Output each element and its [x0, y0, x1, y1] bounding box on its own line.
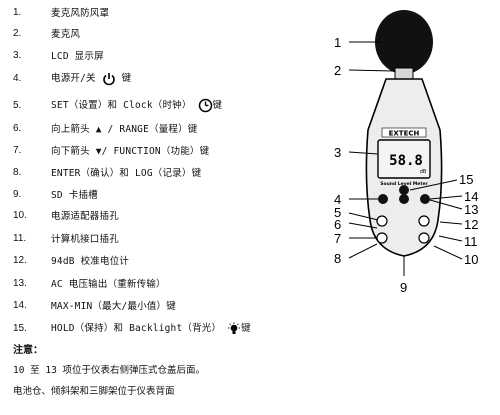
callout-label: 14: [464, 189, 478, 204]
brand-label-bg: [381, 127, 427, 138]
item-text: AC 电压输出（重新传输）: [51, 279, 166, 290]
item-text: 向下箭头 ▼/ FUNCTION（功能）键: [51, 146, 210, 157]
callout-label: 11: [464, 234, 478, 249]
set-clock-button[interactable]: [418, 215, 430, 227]
enter-log-button[interactable]: [418, 232, 430, 244]
item-number: 4.: [13, 72, 22, 84]
item-text: 麦克风防风罩: [51, 8, 110, 19]
callout-label: 13: [464, 202, 478, 217]
callout-label: 1: [334, 35, 341, 50]
power-icon: [102, 72, 115, 86]
item-number: 11.: [13, 232, 27, 244]
item-number: 12.: [13, 254, 27, 266]
sound-level-meter-diagram: EXTECH 58.8 dB Sound Level Meter 1 2 3 4…: [334, 10, 478, 295]
lcd-unit: dB: [420, 169, 427, 175]
item-text: SD 卡插槽: [51, 190, 98, 201]
item-text: 94dB 校准电位计: [51, 256, 130, 267]
item-number: 15.: [13, 322, 27, 334]
item-number: 8.: [13, 166, 22, 178]
callout-label: 3: [334, 145, 341, 160]
lcd-display: [377, 139, 431, 179]
item-text: MAX-MIN（最大/最小值）键: [51, 301, 176, 312]
note-line: 电池仓、倾斜架和三脚架位于仪表背面: [13, 386, 175, 397]
item-number: 14.: [13, 299, 27, 311]
callout-label: 5: [334, 205, 341, 220]
power-button[interactable]: [378, 194, 388, 204]
backlight-icon: [228, 322, 241, 334]
item-number: 10.: [13, 209, 27, 221]
item-number: 2.: [13, 27, 22, 39]
callout-label: 15: [459, 172, 473, 187]
item-number: 5.: [13, 99, 22, 111]
microphone: [394, 67, 414, 80]
note-title: 注意：: [13, 345, 43, 356]
up-range-button[interactable]: [376, 215, 388, 227]
callout-label: 10: [464, 252, 478, 267]
lcd-value: 58.8: [389, 153, 423, 169]
note-line: 10 至 13 项位于仪表右侧弹压式仓盖后面。: [13, 365, 206, 376]
item-text: SET（设置）和 Clock（时钟） 键: [51, 98, 223, 113]
item-text: 电源开/关 键: [51, 72, 132, 86]
callout-label: 9: [400, 280, 407, 295]
windscreen: [375, 10, 433, 74]
callout-label: 4: [334, 192, 341, 207]
maxmin-button[interactable]: [399, 194, 409, 204]
item-number: 3.: [13, 49, 22, 61]
item-text: 向上箭头 ▲ / RANGE（量程）键: [51, 124, 198, 135]
item-text: HOLD（保持）和 Backlight（背光） 键: [51, 322, 251, 335]
hold-button[interactable]: [399, 185, 409, 195]
callout-label: 7: [334, 231, 341, 246]
clock-icon: [198, 98, 212, 113]
callout-label: 12: [464, 217, 478, 232]
callout-label: 6: [334, 217, 341, 232]
model-label: Sound Level Meter: [380, 181, 428, 187]
item-number: 1.: [13, 6, 22, 18]
item-text: 计算机接口插孔: [51, 234, 119, 245]
item-number: 13.: [13, 277, 27, 289]
callout-label: 2: [334, 63, 341, 78]
item-number: 6.: [13, 122, 22, 134]
down-function-button[interactable]: [376, 232, 388, 244]
item-text: ENTER（确认）和 LOG（记录）键: [51, 168, 202, 179]
backlight-button[interactable]: [420, 194, 430, 204]
item-number: 7.: [13, 144, 22, 156]
item-text: 麦克风: [51, 29, 81, 40]
item-text: LCD 显示屏: [51, 51, 104, 62]
item-text: 电源适配器插孔: [51, 211, 119, 222]
callout-label: 8: [334, 251, 341, 266]
brand-label: EXTECH: [389, 130, 420, 138]
item-number: 9.: [13, 188, 22, 200]
